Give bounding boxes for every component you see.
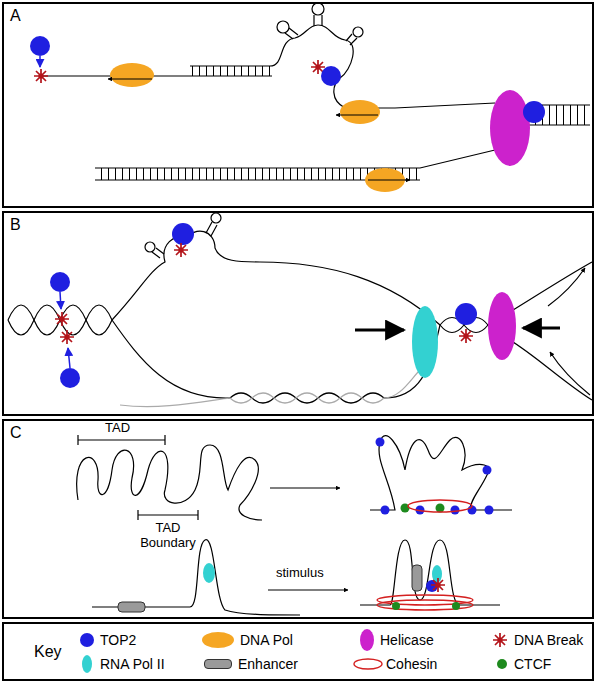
legend-text: CTCF [514,655,551,673]
tad-boundary-label: TAD Boundary [133,521,203,551]
legend-swatch [202,632,234,648]
panel-box: B [2,211,594,416]
key-box: Key [2,622,594,681]
legend-swatch [497,659,507,669]
legend-swatch [360,629,374,651]
panel-letter: C [10,424,22,442]
legend-swatch [82,655,92,673]
legend-text: TOP2 [100,631,136,649]
panel-letter: A [10,7,21,25]
panel-c-art [77,435,512,615]
legend-text: DNA Pol [240,631,293,649]
legend-swatch [80,633,94,647]
legend-text: Helicase [380,631,434,649]
legend-text: Enhancer [238,655,298,673]
legend-text: DNA Break [514,631,583,649]
panel-b-art [8,213,592,403]
legend-text: Cohesin [386,655,437,673]
panel-box: C [2,419,594,619]
legend-swatch [204,659,232,669]
panel-letter: Key [34,643,62,661]
panel-letter: B [10,216,21,234]
legend-text: RNA Pol II [100,655,165,673]
tad-label: TAD [105,421,145,436]
panel-a-art [41,3,590,180]
stimulus-label: stimulus [276,566,346,581]
panel-box: A [2,2,594,208]
